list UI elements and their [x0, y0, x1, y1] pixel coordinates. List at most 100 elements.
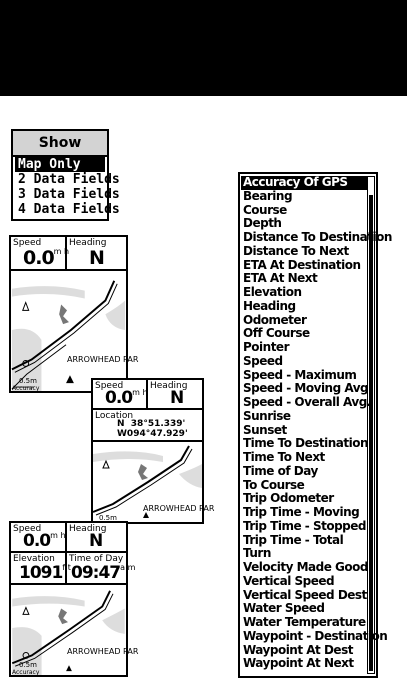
scale-label: 0.5m: [19, 661, 37, 669]
data-field-row: Elevation 1091f t Time of Day 09:47a m: [11, 553, 135, 585]
map-view[interactable]: ARROWHEAD PAR 0.5m: [92, 442, 214, 522]
speed-unit: m h: [132, 388, 148, 397]
data-field-option[interactable]: Distance To Next: [243, 243, 349, 258]
heading-value: N: [89, 531, 103, 551]
data-field-option[interactable]: Speed - Overall Avg.: [243, 395, 371, 409]
location-field[interactable]: Location N 38°51.339' W094°47.929': [93, 410, 202, 442]
speed-unit: m h: [50, 531, 66, 540]
data-field-option[interactable]: Waypoint - Destination: [243, 628, 388, 643]
data-field-option[interactable]: Depth: [243, 216, 282, 231]
data-field-option[interactable]: Speed - Maximum: [243, 367, 357, 382]
heading-field[interactable]: Heading N: [67, 237, 126, 269]
data-field-option[interactable]: ETA At Next: [243, 271, 318, 286]
road-label: ARROWHEAD PAR: [143, 504, 215, 513]
elevation-label: Elevation: [13, 554, 55, 564]
scale-sublabel: Accuracy: [12, 385, 40, 392]
data-field-option[interactable]: Time To Destination: [243, 436, 369, 451]
data-field-option[interactable]: Sunrise: [243, 408, 291, 423]
scale-label: 0.5m: [19, 377, 37, 385]
data-field-option[interactable]: Elevation: [243, 285, 302, 299]
data-field-row: Speed 0.0m h Heading N: [11, 237, 126, 271]
show-option-2-fields[interactable]: 2 Data Fields: [18, 172, 120, 187]
heading-label: Heading: [150, 381, 188, 391]
data-field-option[interactable]: Turn: [243, 546, 271, 561]
heading-value: N: [89, 247, 105, 269]
data-field-option[interactable]: Trip Time - Stopped: [243, 518, 366, 533]
show-menu-title: Show: [13, 131, 107, 157]
scale-label: 0.5m: [99, 514, 117, 522]
data-field-option[interactable]: Accuracy Of GPS: [241, 175, 367, 190]
data-field-option[interactable]: Water Speed: [243, 601, 325, 616]
data-field-option[interactable]: Pointer: [243, 340, 290, 354]
time-value: 09:47a m: [71, 563, 136, 583]
data-field-option[interactable]: Trip Time - Moving: [243, 505, 360, 519]
data-field-option[interactable]: Vertical Speed: [243, 573, 335, 588]
heading-value: N: [170, 388, 184, 408]
speed-field[interactable]: Speed 0.0m h: [11, 523, 67, 551]
data-field-option[interactable]: Trip Odometer: [243, 491, 334, 506]
speed-label: Speed: [13, 238, 42, 248]
elevation-field[interactable]: Elevation 1091f t: [11, 553, 71, 583]
data-field-row: Speed 0.0m h Heading N: [11, 523, 126, 553]
map-graphic: [11, 590, 125, 675]
scrollbar-thumb[interactable]: [369, 195, 373, 671]
heading-field[interactable]: Heading N: [67, 523, 126, 551]
data-field-option[interactable]: Bearing: [243, 188, 293, 203]
data-field-option[interactable]: Distance To Destination: [243, 230, 392, 244]
road-label: ARROWHEAD PAR: [67, 647, 139, 656]
speed-unit: m h: [53, 247, 70, 256]
data-field-option[interactable]: Water Temperature: [243, 615, 366, 629]
location-lat: N 38°51.339': [117, 419, 186, 429]
data-field-option[interactable]: Waypoint At Dest: [243, 642, 353, 657]
speed-field[interactable]: Speed 0.0m h: [11, 237, 70, 269]
speed-field[interactable]: Speed 0.0m h: [93, 380, 148, 408]
data-field-option[interactable]: ETA At Destination: [243, 257, 361, 272]
map-screen-2-fields: Speed 0.0m h Heading N ARROWHEAD PAR 0.5…: [9, 235, 138, 393]
speed-value: 0.0m h: [23, 247, 70, 269]
time-label: Time of Day: [69, 554, 124, 564]
header-bar: [0, 0, 407, 96]
data-field-option[interactable]: Odometer: [243, 312, 307, 327]
show-option-3-fields[interactable]: 3 Data Fields: [18, 187, 120, 202]
scale-sublabel: Accuracy: [12, 669, 40, 676]
road-label: ARROWHEAD PAR: [67, 355, 139, 364]
time-unit: a m: [120, 563, 136, 572]
map-graphic: [92, 445, 202, 518]
show-option-map-only[interactable]: Map Only: [15, 157, 105, 172]
map-view[interactable]: ARROWHEAD PAR 0.5m Accuracy: [11, 271, 138, 392]
elevation-value: 1091f t: [19, 563, 71, 583]
heading-label: Heading: [69, 238, 107, 248]
show-menu: Show Map Only 2 Data Fields 3 Data Field…: [11, 129, 120, 221]
data-field-row: Speed 0.0m h Heading N: [93, 380, 202, 410]
data-field-option[interactable]: Speed: [243, 353, 283, 368]
data-field-option[interactable]: To Course: [243, 477, 305, 492]
speed-label: Speed: [95, 381, 124, 391]
location-lon: W094°47.929': [117, 429, 188, 439]
heading-field[interactable]: Heading N: [148, 380, 202, 408]
show-option-4-fields[interactable]: 4 Data Fields: [18, 202, 120, 217]
heading-label: Heading: [69, 524, 107, 534]
data-field-option[interactable]: Sunset: [243, 422, 287, 437]
data-field-option[interactable]: Waypoint At Next: [243, 656, 354, 671]
speed-value: 0.0m h: [105, 388, 148, 408]
elevation-unit: f t: [62, 563, 71, 572]
speed-label: Speed: [13, 524, 42, 534]
data-field-option[interactable]: Vertical Speed Dest: [243, 587, 367, 602]
speed-value: 0.0m h: [23, 531, 66, 551]
location-label: Location: [95, 411, 134, 421]
map-screen-4-fields: Speed 0.0m h Heading N Elevation 1091f t…: [9, 521, 138, 677]
list-scrollbar[interactable]: [367, 176, 375, 674]
map-graphic: [11, 280, 126, 391]
data-field-option[interactable]: Time To Next: [243, 450, 325, 464]
data-field-option[interactable]: Velocity Made Good: [243, 560, 368, 574]
data-field-option[interactable]: Off Course: [243, 326, 310, 341]
data-field-option[interactable]: Speed - Moving Avg.: [243, 381, 373, 396]
data-field-option[interactable]: Trip Time - Total: [243, 532, 344, 547]
time-of-day-field[interactable]: Time of Day 09:47a m: [67, 553, 135, 583]
map-view[interactable]: ARROWHEAD PAR 0.5m Accuracy: [11, 585, 138, 676]
data-field-option[interactable]: Time of Day: [243, 463, 318, 478]
data-field-option[interactable]: Heading: [243, 298, 296, 313]
data-field-option[interactable]: Course: [243, 202, 287, 217]
